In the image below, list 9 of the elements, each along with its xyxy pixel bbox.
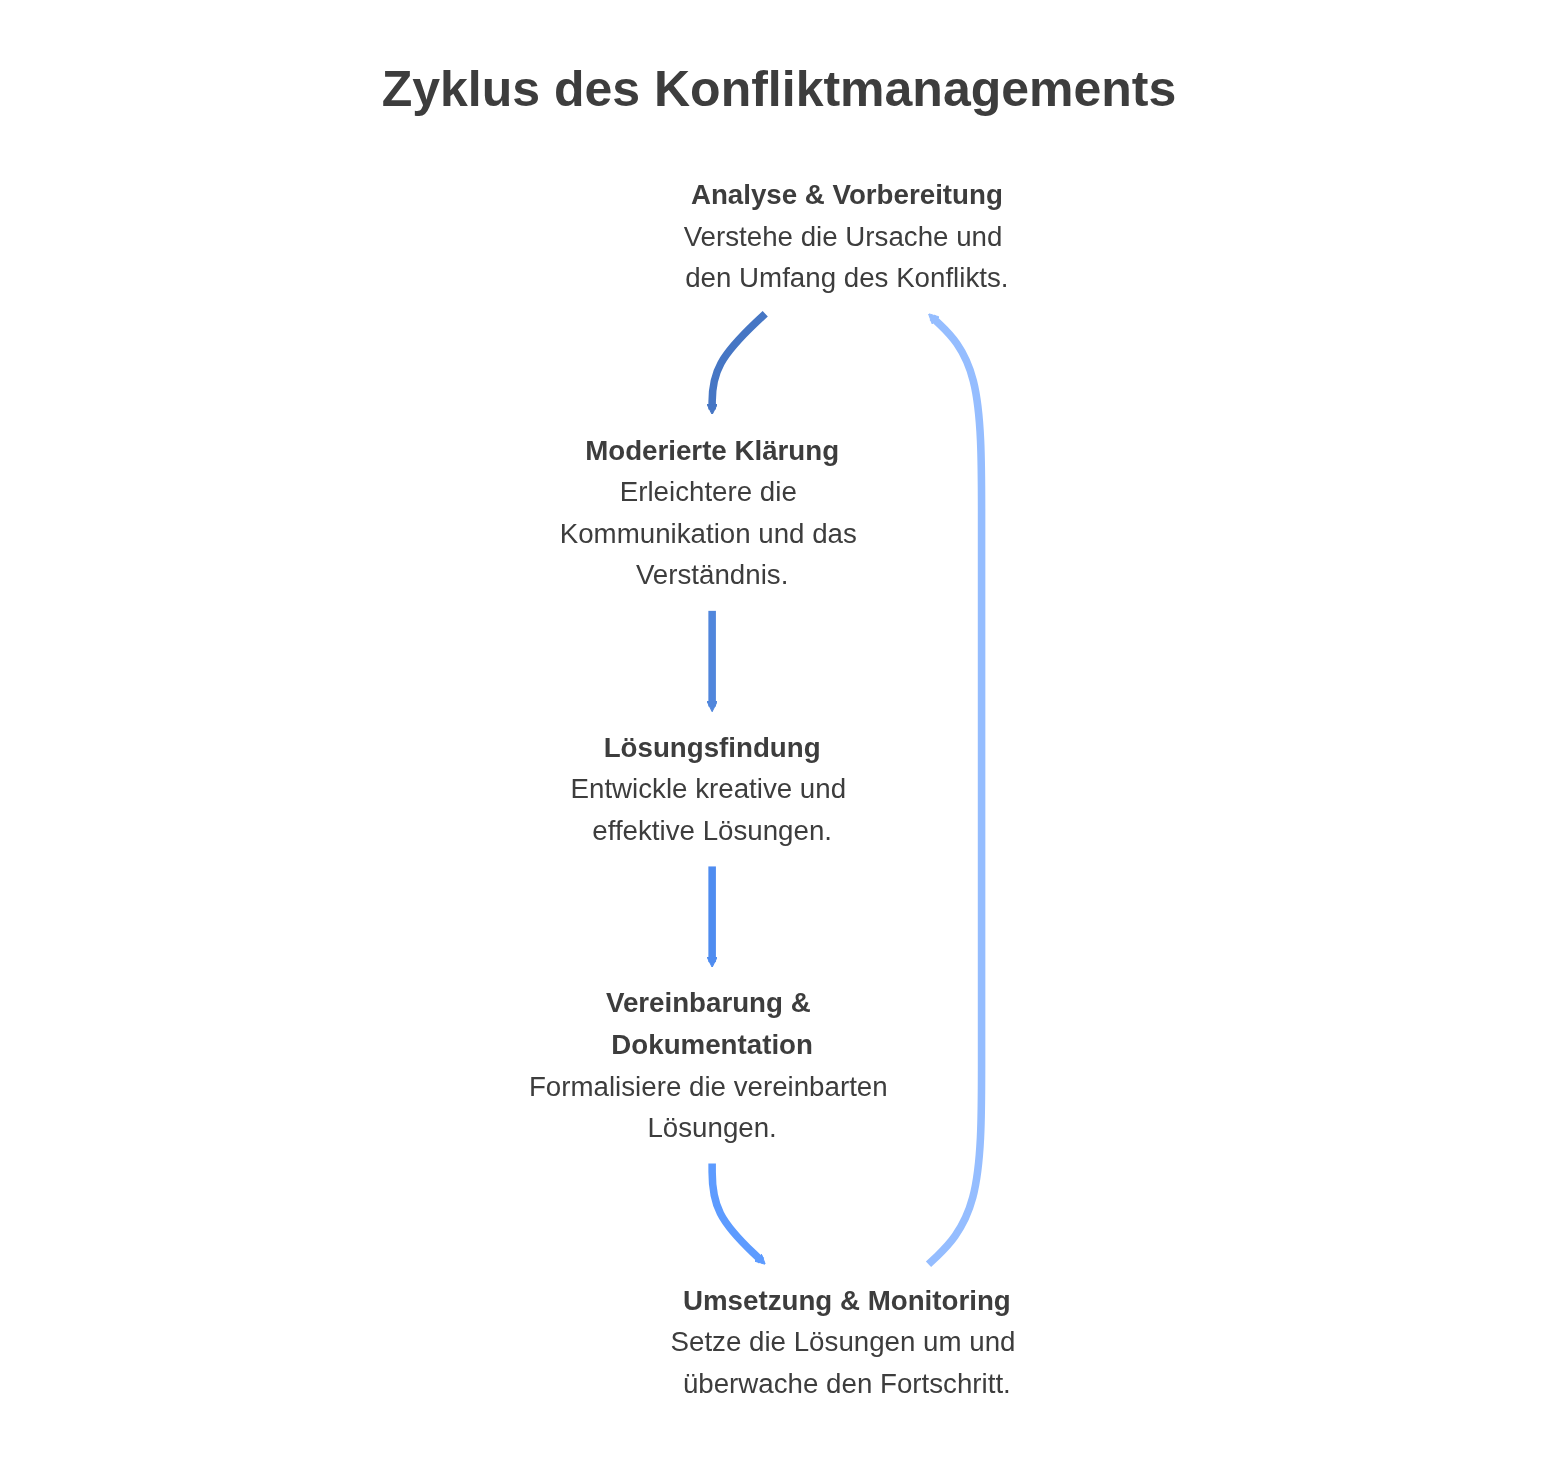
cycle-arrow	[706, 610, 718, 713]
stage-text: Lösungsfindung Entwickle kreative und effektive Lösungen.	[570, 731, 846, 847]
diagram-title: Zyklus des Konfliktmanagements	[381, 60, 1177, 118]
stage-text: Vereinbarung & Dokumentation Formalisiere die vereinbarten Lösungen.	[528, 987, 888, 1144]
stage-text: Analyse & Vorbereitung Verstehe die Ursache und den Umfang des Konflikts.	[683, 179, 1008, 294]
stage-text: Umsetzung & Monitoring Setze die Lösungen um und überwache den Fortschritt.	[670, 1284, 1015, 1399]
stage-text: Moderierte Klärung Erleichtere die Kommunikation und das Verständnis.	[559, 434, 857, 591]
cycle-arrow	[925, 313, 985, 1267]
cycle-arrow	[706, 311, 768, 415]
